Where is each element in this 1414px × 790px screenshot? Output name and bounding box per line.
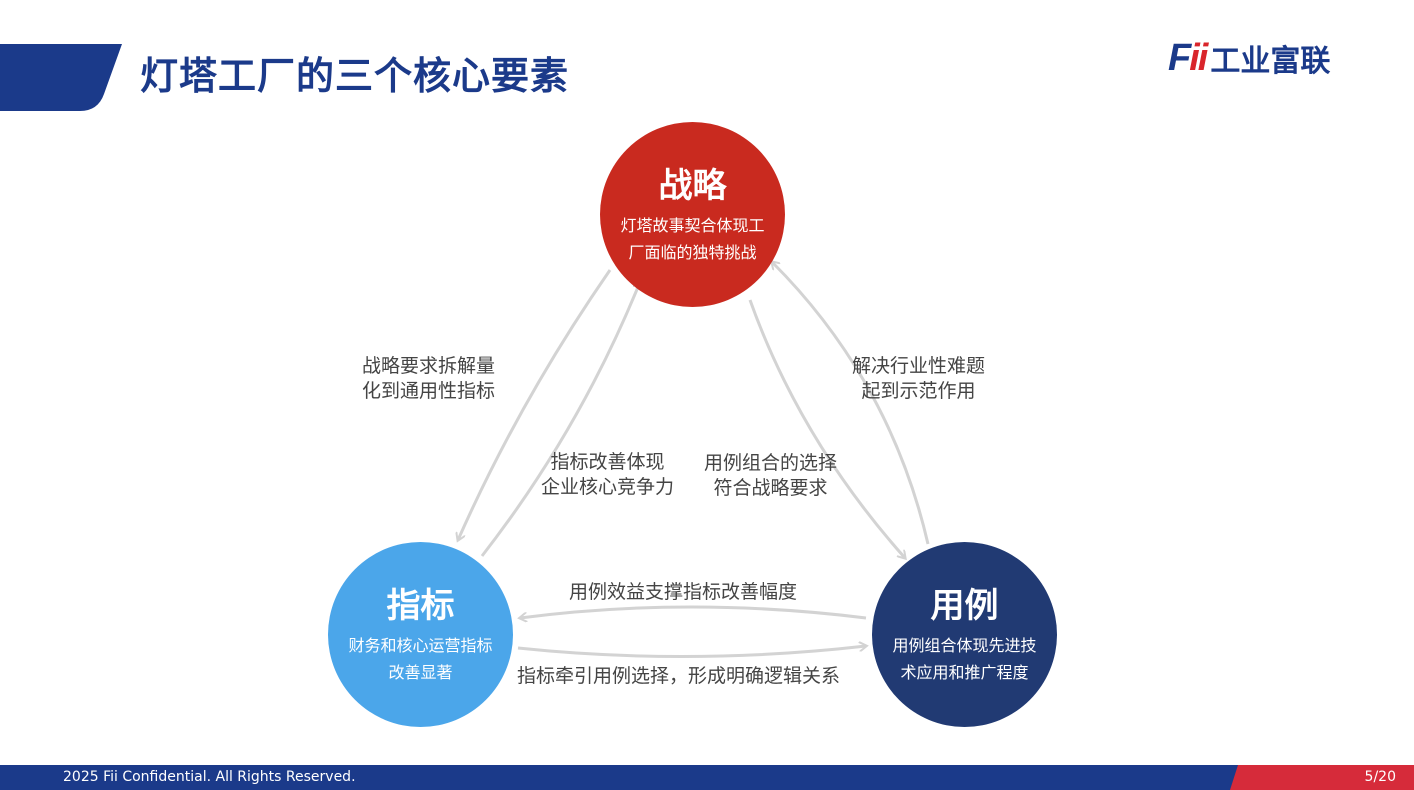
arrow-metrics-to-usecase xyxy=(517,646,866,659)
node-usecase-desc: 用例组合体现先进技 术应用和推广程度 xyxy=(892,635,1037,682)
node-strategy: 战略 灯塔故事契合体现工 厂面临的独特挑战 xyxy=(600,122,785,307)
node-metrics: 指标 财务和核心运营指标 改善显著 xyxy=(328,542,513,727)
footer-red-accent xyxy=(1230,765,1414,790)
logo-company-name: 工业富联 xyxy=(1210,44,1331,79)
node-usecase-title: 用例 xyxy=(930,585,999,626)
logo-mark: Fii xyxy=(1168,36,1208,79)
label-usecase-to-strategy: 解决行业性难题 起到示范作用 xyxy=(852,355,986,402)
node-usecase: 用例 用例组合体现先进技 术应用和推广程度 xyxy=(872,542,1057,727)
node-strategy-title: 战略 xyxy=(658,165,727,206)
label-strategy-to-metrics: 战略要求拆解量 化到通用性指标 xyxy=(362,355,496,402)
label-strategy-to-usecase: 用例组合的选择 符合战略要求 xyxy=(704,452,838,499)
label-metrics-to-usecase: 指标牵引用例选择，形成明确逻辑关系 xyxy=(517,665,841,687)
arrow-metrics-to-strategy xyxy=(480,282,640,557)
label-metrics-to-strategy: 指标改善体现 企业核心竞争力 xyxy=(541,451,675,498)
arrow-usecase-to-strategy xyxy=(772,262,930,545)
footer-bar xyxy=(0,765,1414,790)
node-strategy-desc: 灯塔故事契合体现工 厂面临的独特挑战 xyxy=(620,215,765,262)
header-accent-band xyxy=(0,44,122,111)
page-title: 灯塔工厂的三个核心要素 xyxy=(140,54,570,98)
footer-copyright: 2025 Fii Confidential. All Rights Reserv… xyxy=(63,769,356,785)
arrow-strategy-to-metrics xyxy=(458,269,612,540)
node-metrics-title: 指标 xyxy=(386,585,455,626)
arrow-usecase-to-metrics xyxy=(520,605,867,618)
node-metrics-desc: 财务和核心运营指标 改善显著 xyxy=(348,635,493,682)
label-usecase-to-metrics: 用例效益支撑指标改善幅度 xyxy=(569,581,798,603)
page-indicator: 5/20 xyxy=(1364,769,1396,785)
arrow-strategy-to-usecase xyxy=(748,299,905,558)
company-logo: Fii 工业富联 xyxy=(1168,36,1330,80)
